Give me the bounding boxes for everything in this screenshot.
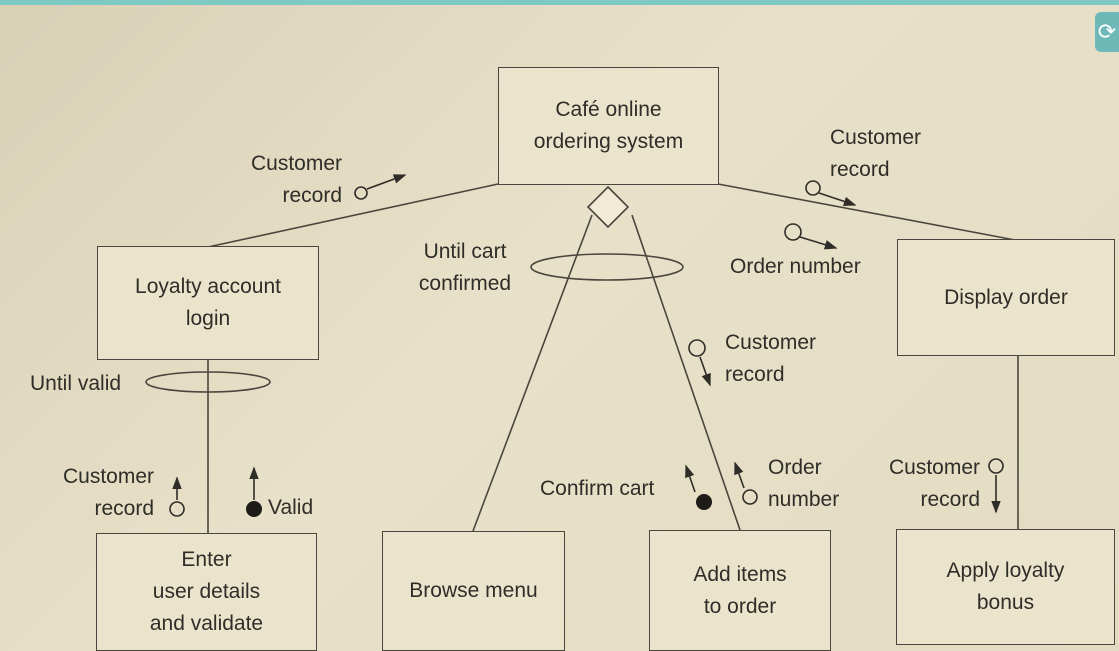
selection-diamond-icon — [586, 185, 630, 229]
node-apply-bonus: Apply loyalty bonus — [896, 529, 1115, 645]
loop-cart-icon — [530, 253, 684, 281]
label-until-cart-confirmed: Until cart confirmed — [418, 240, 512, 295]
loop-valid-icon — [145, 371, 271, 393]
data-couple-icon — [988, 458, 1004, 474]
label-order-number: Order number — [768, 456, 840, 511]
node-display-order: Display order — [897, 239, 1115, 356]
node-add-items: Add items to order — [649, 530, 831, 651]
label-valid: Valid — [268, 496, 314, 519]
data-couple-icon — [688, 339, 706, 357]
label-until-valid: Until valid — [30, 372, 122, 395]
label-confirm-cart: Confirm cart — [540, 477, 655, 500]
label-customer-record: Customer record — [830, 126, 922, 181]
label-order-number: Order number — [730, 255, 861, 278]
node-browse-menu: Browse menu — [382, 531, 565, 651]
node-enter-details: Enter user details and validate — [96, 533, 317, 651]
data-couple-icon — [784, 223, 802, 241]
connector-root-display — [717, 183, 1016, 241]
label-customer-record: Customer record — [250, 152, 342, 207]
label-customer-record: Customer record — [725, 331, 817, 386]
top-border — [0, 0, 1119, 5]
data-couple-icon — [742, 489, 758, 505]
control-flag-icon — [696, 494, 712, 510]
data-couple-icon — [354, 186, 368, 200]
node-root: Café online ordering system — [498, 67, 719, 185]
connector-root-login — [207, 183, 499, 248]
connector-diamond-add — [631, 214, 741, 531]
data-couple-icon — [805, 180, 821, 196]
control-flag-icon — [246, 501, 262, 517]
connector-diamond-browse — [472, 214, 593, 532]
data-couple-icon — [169, 501, 185, 517]
node-loyalty-login: Loyalty account login — [97, 246, 319, 360]
label-customer-record: Customer record — [62, 465, 154, 520]
refresh-icon[interactable]: ⟳ — [1095, 12, 1119, 52]
label-customer-record: Customer record — [888, 456, 980, 511]
